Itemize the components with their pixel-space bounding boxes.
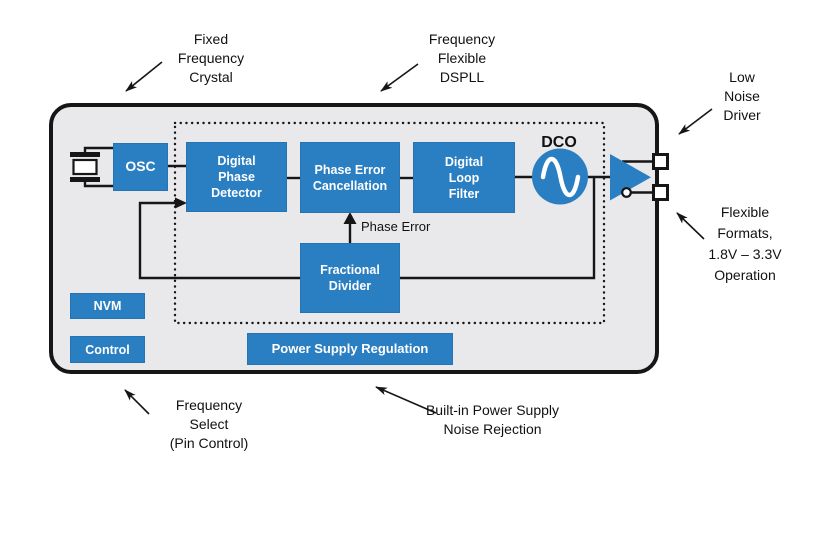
arrow-flexible-formats-icon [676,212,705,240]
block-nvm: NVM [70,293,145,319]
arrow-dspll-icon [380,63,419,92]
driver-triangle-icon [610,154,651,201]
annotation-low-noise-driver: Low Noise Driver [723,69,761,123]
crystal-leads [83,146,113,188]
arrow-frequency-select-icon [124,389,150,415]
block-phase-error-cancellation: Phase Error Cancellation [300,142,400,213]
block-control: Control [70,336,145,363]
phase-error-label: Phase Error [361,219,431,234]
block-fractional-divider: Fractional Divider [300,243,400,313]
dco-oscillator-icon [532,148,588,205]
phase-error-arrowhead-icon [343,212,357,224]
crystal-icon [70,152,100,182]
block-power-supply-regulation: Power Supply Regulation [247,333,453,365]
wire-divider-to-dpd [138,201,300,280]
annotation-frequency-flexible-dspll: Frequency Flexible DSPLL [428,31,496,85]
arrow-power-noise-icon [375,386,437,414]
block-digital-phase-detector: Digital Phase Detector [186,142,287,212]
block-digital-loop-filter: Digital Loop Filter [413,142,515,213]
wire-feedback-to-divider [400,177,596,280]
annotation-fixed-frequency-crystal: Fixed Frequency Crystal [177,31,245,85]
feedback-arrowhead-icon [175,197,187,209]
inversion-bubble-icon [621,187,632,198]
block-osc: OSC [113,143,168,191]
sine-wave-icon [540,156,581,198]
arrow-low-noise-driver-icon [678,108,713,135]
output-pin-bottom-icon [652,184,669,201]
arrow-fixed-crystal-icon [125,61,163,92]
output-pin-top-icon [652,153,669,170]
annotation-flexible-formats: Flexible Formats, 1.8V – 3.3V Operation [708,204,782,283]
dco-label: DCO [541,134,577,151]
dspll-dotted-boundary [173,121,606,325]
annotation-frequency-select: Frequency Select (Pin Control) [169,397,249,451]
annotation-power-supply-noise-rejection: Built-in Power Supply Noise Rejection [425,402,560,437]
driver-output-wires [622,160,654,194]
